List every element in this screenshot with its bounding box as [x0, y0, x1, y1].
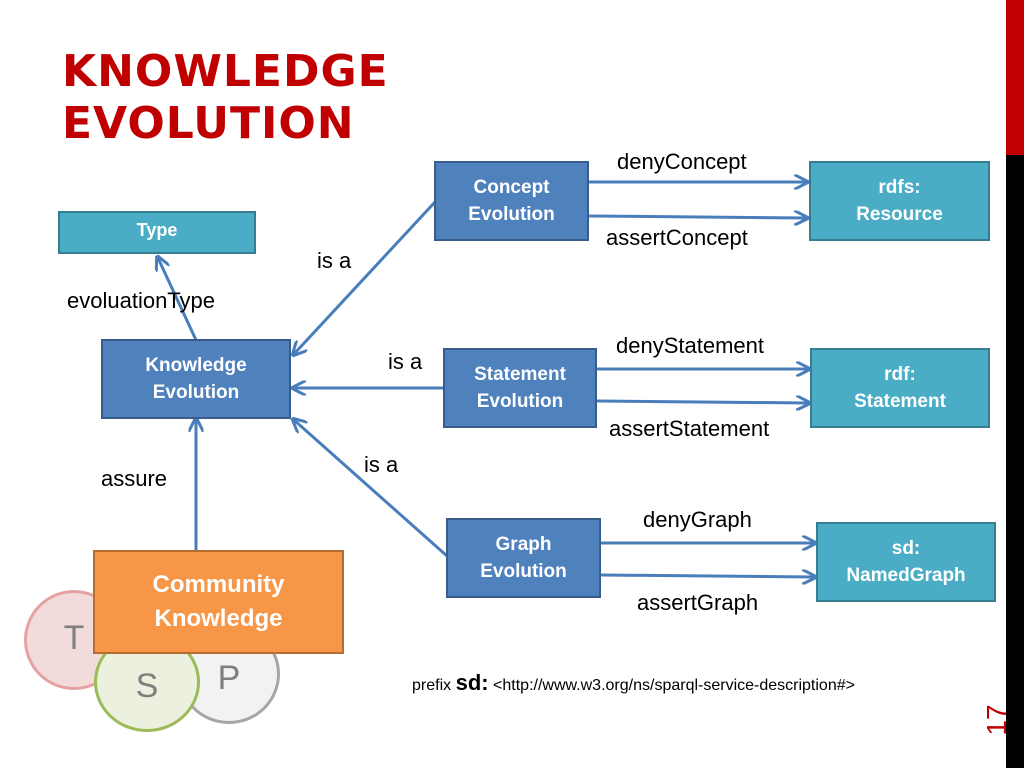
circle-t-label: T: [63, 618, 85, 657]
community-knowledge-node: Community Knowledge: [93, 550, 344, 654]
edge-is-a-graph: [294, 420, 449, 558]
edge-assert-statement: [596, 401, 808, 403]
label-assert-concept: assertConcept: [606, 225, 748, 250]
label-assert-statement: assertStatement: [609, 416, 770, 441]
label-deny-statement: denyStatement: [616, 333, 764, 358]
edge-assert-graph: [600, 575, 814, 577]
circle-p-label: P: [217, 659, 241, 697]
label-is-a-statement: is a: [388, 349, 423, 374]
page-number: 17: [981, 704, 1012, 736]
label-deny-graph: denyGraph: [643, 507, 752, 532]
slide-title-line-1: KNOWLEDGE: [62, 46, 389, 97]
edge-is-a-concept: [294, 200, 437, 354]
prefix-note: prefix sd: <http://www.w3.org/ns/sparql-…: [412, 670, 855, 699]
label-is-a-concept: is a: [317, 248, 352, 273]
rdfs-resource-node: rdfs: Resource: [809, 161, 990, 241]
label-assure: assure: [101, 466, 168, 491]
rdf-statement-node: rdf: Statement: [810, 348, 990, 428]
knowledge-evolution-node: Knowledge Evolution: [101, 339, 291, 419]
concept-evolution-node: Concept Evolution: [434, 161, 589, 241]
label-deny-concept: denyConcept: [617, 149, 747, 174]
statement-evolution-node: Statement Evolution: [443, 348, 597, 428]
type-node: Type: [58, 211, 256, 254]
sd-namedgraph-node: sd: NamedGraph: [816, 522, 996, 602]
sidebar-accent-dark: [1006, 155, 1024, 768]
graph-evolution-node: Graph Evolution: [446, 518, 601, 598]
prefix-name: sd:: [455, 670, 489, 695]
prefix-word: prefix: [412, 677, 452, 694]
sidebar-accent-red: [1006, 0, 1024, 155]
edge-assert-concept: [588, 216, 806, 218]
circle-s-label: S: [135, 667, 159, 705]
slide-title: KNOWLEDGE EVOLUTION: [62, 46, 389, 150]
label-evolution-type: evoluationType: [67, 288, 215, 313]
prefix-uri: <http://www.w3.org/ns/sparql-service-des…: [493, 677, 855, 694]
label-is-a-graph: is a: [364, 452, 399, 477]
label-assert-graph: assertGraph: [637, 590, 759, 615]
slide-title-line-2: EVOLUTION: [62, 98, 355, 149]
edge-evolution-type: [158, 258, 198, 342]
